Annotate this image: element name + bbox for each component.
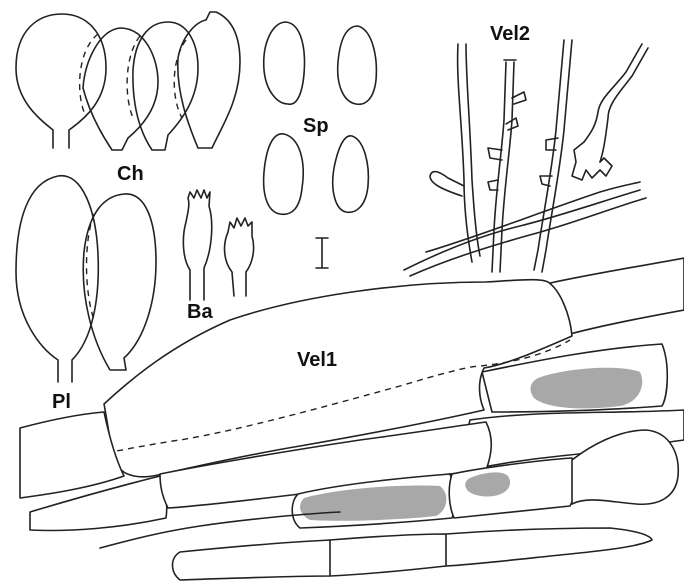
vel2-hypha-3 (534, 40, 572, 272)
cheilocystidium-4-hidden (174, 40, 186, 118)
cheilocystidia-group (16, 12, 240, 150)
vel2-crossing-hyphae (404, 182, 646, 276)
vel2-branch-1 (430, 172, 464, 196)
cheilocystidium-2-hidden (80, 34, 98, 112)
spore-4 (333, 136, 369, 212)
basidium-1 (183, 190, 211, 300)
veil-cells-vel1 (20, 258, 684, 580)
label-ba: Ba (187, 301, 213, 323)
scale-bar (316, 238, 328, 268)
basidia-group (183, 190, 253, 300)
veil-hyphae-vel2 (404, 40, 648, 276)
label-ch: Ch (117, 163, 144, 185)
basidium-2 (225, 218, 254, 296)
spore-2 (338, 26, 377, 104)
label-vel2: Vel2 (490, 23, 530, 45)
spore-3 (264, 134, 304, 214)
vel2-hypha-4 (584, 44, 648, 162)
pleurocystidium-1 (16, 176, 98, 382)
cheilocystidium-2 (83, 28, 158, 150)
vel1-cell-bottom-3 (446, 528, 652, 566)
pleurocystidia-group (16, 176, 156, 382)
spore-1 (264, 22, 305, 104)
cheilocystidium-1 (16, 14, 106, 148)
vel1-cell-bottom-2 (330, 534, 449, 576)
vel1-cell-bottom-1 (173, 540, 334, 580)
label-vel1: Vel1 (297, 349, 337, 371)
cheilocystidium-3 (133, 22, 198, 150)
label-sp: Sp (303, 115, 329, 137)
vel2-hypha-1 (458, 44, 480, 262)
vel2-branches-4 (572, 142, 612, 180)
label-pl: Pl (52, 391, 71, 413)
